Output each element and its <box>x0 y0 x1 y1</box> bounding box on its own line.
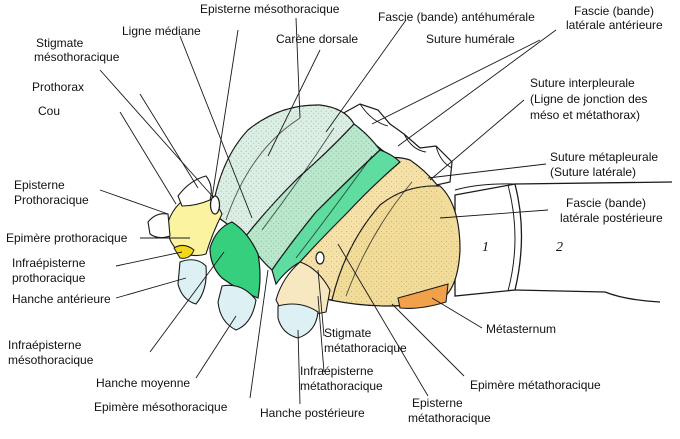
label-hanche-posterieure: Hanche postérieure <box>260 406 365 420</box>
suture-lines <box>225 117 413 297</box>
label-cou: Cou <box>38 104 61 118</box>
label-fascie-laterale-ant-2: latérale antérieure <box>566 18 663 32</box>
dots-meso <box>212 104 380 270</box>
label-episterne-meso: Episterne mésothoracique <box>200 2 340 16</box>
hanche-anterieure-shape <box>177 259 207 305</box>
label-infraepisterne-pro-1: Infraépisterne <box>12 256 86 270</box>
prothorax-dorsal <box>177 175 212 207</box>
leader-lines <box>99 17 557 405</box>
label-episterne-pro-1: Episterne <box>14 178 65 192</box>
infraepisterne-meso-region <box>209 221 261 299</box>
label-stigmate-meta-2: métathoracique <box>324 341 407 355</box>
label-suture-interpleurale-1: Suture interpleurale <box>530 76 635 90</box>
neck-region <box>147 213 171 239</box>
label-prothorax: Prothorax <box>32 80 85 94</box>
label-epimere-pro: Epimère prothoracique <box>6 231 128 245</box>
label-infraepisterne-meso-1: Infraépisterne <box>8 338 82 352</box>
label-stigmate-meta-1: Stigmate <box>324 326 372 340</box>
label-fascie-antehumerale: Fascie (bande) antéhumérale <box>378 10 535 24</box>
abdomen-segment-1-ridge <box>507 184 516 292</box>
label-suture-interpleurale-2: (Ligne de jonction des <box>530 92 648 106</box>
label-episterne-meta-1: Episterne <box>412 396 463 410</box>
label-metasternum: Métasternum <box>486 322 557 336</box>
abdomen-tergite-line <box>454 183 516 191</box>
label-episterne-meta-2: métathoracique <box>408 411 491 425</box>
label-infraepisterne-meta-2: métathoracique <box>300 379 383 393</box>
abdomen-segment-2 <box>514 181 673 303</box>
label-suture-metapleurale-2: (Suture latérale) <box>550 165 637 179</box>
stigmate-meta-mark <box>315 251 325 265</box>
stigmate-meso-mark <box>209 195 221 215</box>
hanche-moyenne-shape <box>217 284 257 331</box>
label-fascie-laterale-post-2: latérale postérieure <box>560 211 663 225</box>
label-stigmate-meso-2: mésothoracique <box>34 50 120 64</box>
abdomen-segment-1-number: 1 <box>482 240 489 255</box>
label-carene-dorsale: Carène dorsale <box>276 32 359 46</box>
label-epimere-meta: Epimère métathoracique <box>470 378 601 392</box>
label-ligne-mediane: Ligne médiane <box>122 24 201 38</box>
label-hanche-anterieure: Hanche antérieure <box>12 292 111 306</box>
label-suture-humerale: Suture humérale <box>426 32 515 46</box>
hanche-posterieure-shape <box>277 303 319 339</box>
label-suture-metapleurale-1: Suture métapleurale <box>550 150 659 164</box>
infraepisterne-pro-region <box>173 244 195 259</box>
label-infraepisterne-meso-2: mésothoracique <box>8 353 94 367</box>
metasternum-region <box>397 283 449 309</box>
label-suture-interpleurale-3: méso et métathorax) <box>530 108 641 122</box>
label-stigmate-meso-1: Stigmate <box>36 36 84 50</box>
label-infraepisterne-pro-2: prothoracique <box>12 271 86 285</box>
label-fascie-laterale-ant-1: Fascie (bande) <box>574 4 655 18</box>
wing-base-detail <box>359 103 453 169</box>
label-hanche-moyenne: Hanche moyenne <box>96 376 191 390</box>
label-fascie-laterale-post-1: Fascie (bande) <box>566 196 647 210</box>
label-episterne-pro-2: Prothoracique <box>14 193 89 207</box>
label-epimere-meso: Epimère mésothoracique <box>94 400 228 414</box>
label-infraepisterne-meta-1: Infraépisterne <box>300 364 374 378</box>
abdomen-segment-2-number: 2 <box>556 240 563 255</box>
